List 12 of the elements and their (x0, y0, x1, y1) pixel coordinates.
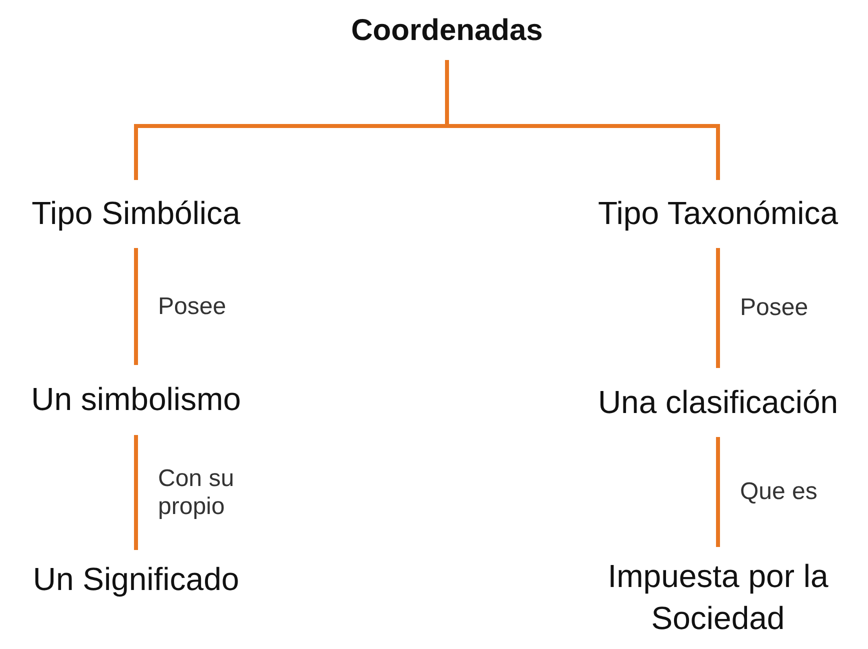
title-text: Coordenadas (351, 12, 543, 48)
connector-line (445, 60, 720, 180)
concept-text: Tipo Simbólica (32, 194, 240, 234)
connector-line (716, 437, 720, 547)
concept-text: Un simbolismo (31, 380, 241, 420)
concept-text: Impuesta por la Sociedad (606, 557, 830, 638)
connector-line (716, 248, 720, 368)
concept-text: Una clasificación (598, 382, 838, 422)
concept-text: Un Significado (32, 560, 240, 600)
connector-line (134, 248, 138, 365)
concept-text: Tipo Taxonómica (598, 194, 838, 234)
connector-line (134, 435, 138, 550)
